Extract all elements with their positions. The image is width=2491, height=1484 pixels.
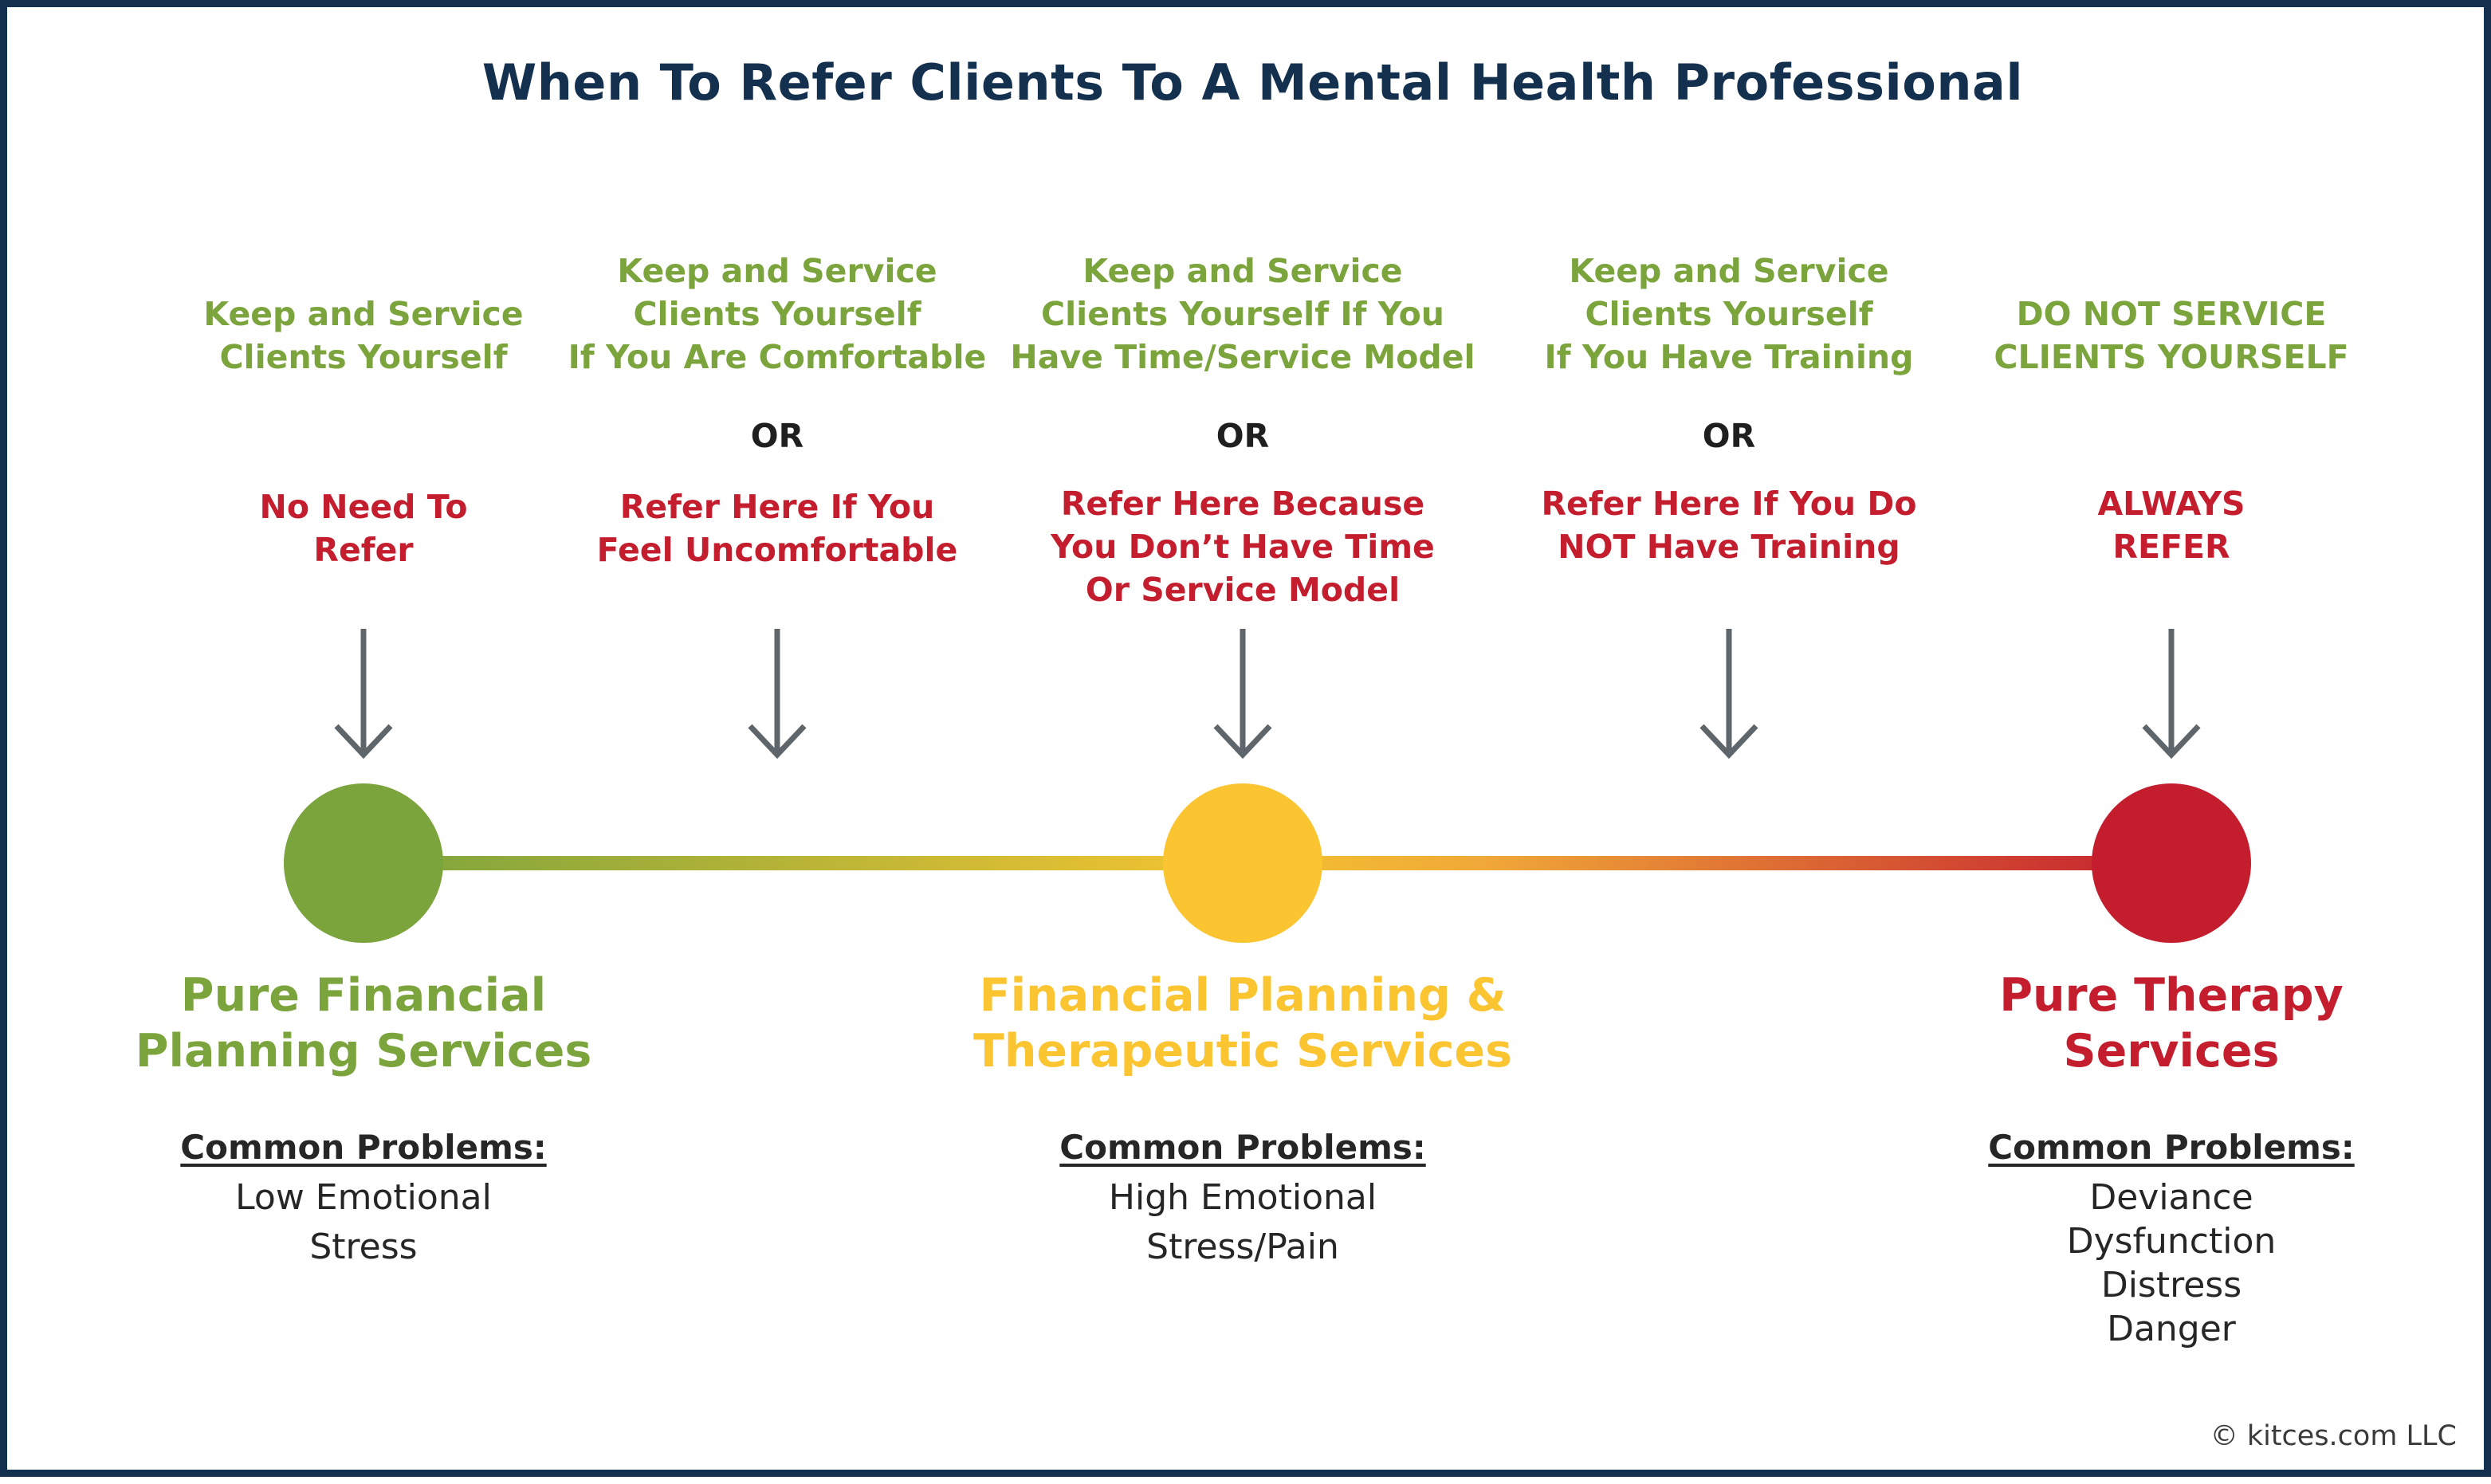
refer-text-5: ALWAYS REFER	[1924, 482, 2418, 568]
keep-text-5: DO NOT SERVICE CLIENTS YOURSELF	[1924, 292, 2418, 379]
yellow-circle	[1163, 783, 1322, 943]
keep-line: If You Are Comfortable	[568, 338, 987, 376]
category-pure-therapy: Pure Therapy Services	[1868, 968, 2474, 1079]
refer-line: Refer Here If You Do	[1541, 485, 1917, 523]
down-arrow-icon	[334, 629, 393, 760]
category-line: Planning Services	[135, 1025, 592, 1078]
category-line: Pure Financial	[180, 969, 547, 1022]
copyright-notice: © kitces.com LLC	[2210, 1420, 2457, 1452]
refer-text-1: No Need To Refer	[116, 485, 611, 571]
down-arrow-icon	[2142, 629, 2201, 760]
category-pure-financial: Pure Financial Planning Services	[61, 968, 666, 1079]
keep-line: If You Have Training	[1544, 338, 1914, 376]
or-label-3: OR	[1216, 417, 1270, 455]
keep-line: Clients Yourself	[219, 338, 508, 376]
refer-line: Or Service Model	[1085, 571, 1401, 609]
common-problems-heading: Common Problems:	[1059, 1128, 1426, 1167]
problem-item: Distress	[2100, 1265, 2242, 1305]
keep-text-2: Keep and Service Clients Yourself If You…	[530, 249, 1024, 379]
common-problems-list: High Emotional Stress/Pain	[996, 1173, 1490, 1272]
keep-line: Keep and Service	[1082, 252, 1403, 290]
keep-text-3: Keep and Service Clients Yourself If You…	[996, 249, 1490, 379]
problem-item: Danger	[2107, 1309, 2236, 1349]
keep-line: Clients Yourself	[1585, 295, 1873, 333]
refer-line: ALWAYS	[2097, 485, 2245, 523]
problem-item: Dysfunction	[2066, 1221, 2277, 1262]
red-circle	[2092, 783, 2251, 943]
or-label-2: OR	[750, 417, 804, 455]
down-arrow-icon	[748, 629, 807, 760]
keep-text-4: Keep and Service Clients Yourself If You…	[1482, 249, 1976, 379]
common-problems-heading: Common Problems:	[180, 1128, 547, 1167]
problem-item: Stress	[309, 1227, 418, 1267]
down-arrow-icon	[1699, 629, 1758, 760]
green-circle	[284, 783, 443, 943]
or-label-4: OR	[1702, 417, 1756, 455]
refer-text-2: Refer Here If You Feel Uncomfortable	[530, 485, 1024, 571]
refer-line: NOT Have Training	[1558, 528, 1900, 566]
category-line: Services	[2063, 1025, 2280, 1078]
common-problems-list: Deviance Dysfunction Distress Danger	[1924, 1176, 2418, 1351]
category-line: Pure Therapy	[1999, 969, 2344, 1022]
refer-text-4: Refer Here If You Do NOT Have Training	[1482, 482, 1976, 568]
refer-line: REFER	[2112, 528, 2230, 566]
category-financial-therapeutic: Financial Planning & Therapeutic Service…	[940, 968, 1546, 1079]
common-problems-list: Low Emotional Stress	[116, 1173, 611, 1272]
refer-line: No Need To	[259, 488, 468, 526]
keep-line: Keep and Service	[1569, 252, 1889, 290]
spectrum-graphic	[284, 629, 2251, 943]
refer-text-3: Refer Here Because You Don’t Have Time O…	[996, 482, 1490, 611]
refer-line: Refer Here If You	[619, 488, 935, 526]
diagram-title: When To Refer Clients To A Mental Health…	[481, 53, 2024, 112]
problem-item: High Emotional	[1108, 1177, 1377, 1218]
keep-line: DO NOT SERVICE	[2016, 295, 2327, 333]
common-problems-heading: Common Problems:	[1988, 1128, 2355, 1167]
keep-line: Clients Yourself	[633, 295, 921, 333]
refer-line: You Don’t Have Time	[1051, 528, 1435, 566]
keep-line: Keep and Service	[203, 295, 524, 333]
category-line: Financial Planning &	[979, 969, 1507, 1022]
refer-line: Refer	[313, 531, 414, 569]
keep-line: Keep and Service	[617, 252, 937, 290]
keep-line: Clients Yourself If You	[1041, 295, 1444, 333]
refer-line: Refer Here Because	[1060, 485, 1425, 523]
category-line: Therapeutic Services	[972, 1025, 1513, 1078]
down-arrow-icon	[1213, 629, 1272, 760]
keep-line: Have Time/Service Model	[1010, 338, 1475, 376]
keep-line: CLIENTS YOURSELF	[1994, 338, 2349, 376]
keep-text-1: Keep and Service Clients Yourself	[116, 292, 611, 379]
refer-line: Feel Uncomfortable	[596, 531, 958, 569]
problem-item: Low Emotional	[235, 1177, 492, 1218]
problem-item: Stress/Pain	[1146, 1227, 1339, 1267]
problem-item: Deviance	[2089, 1177, 2253, 1218]
